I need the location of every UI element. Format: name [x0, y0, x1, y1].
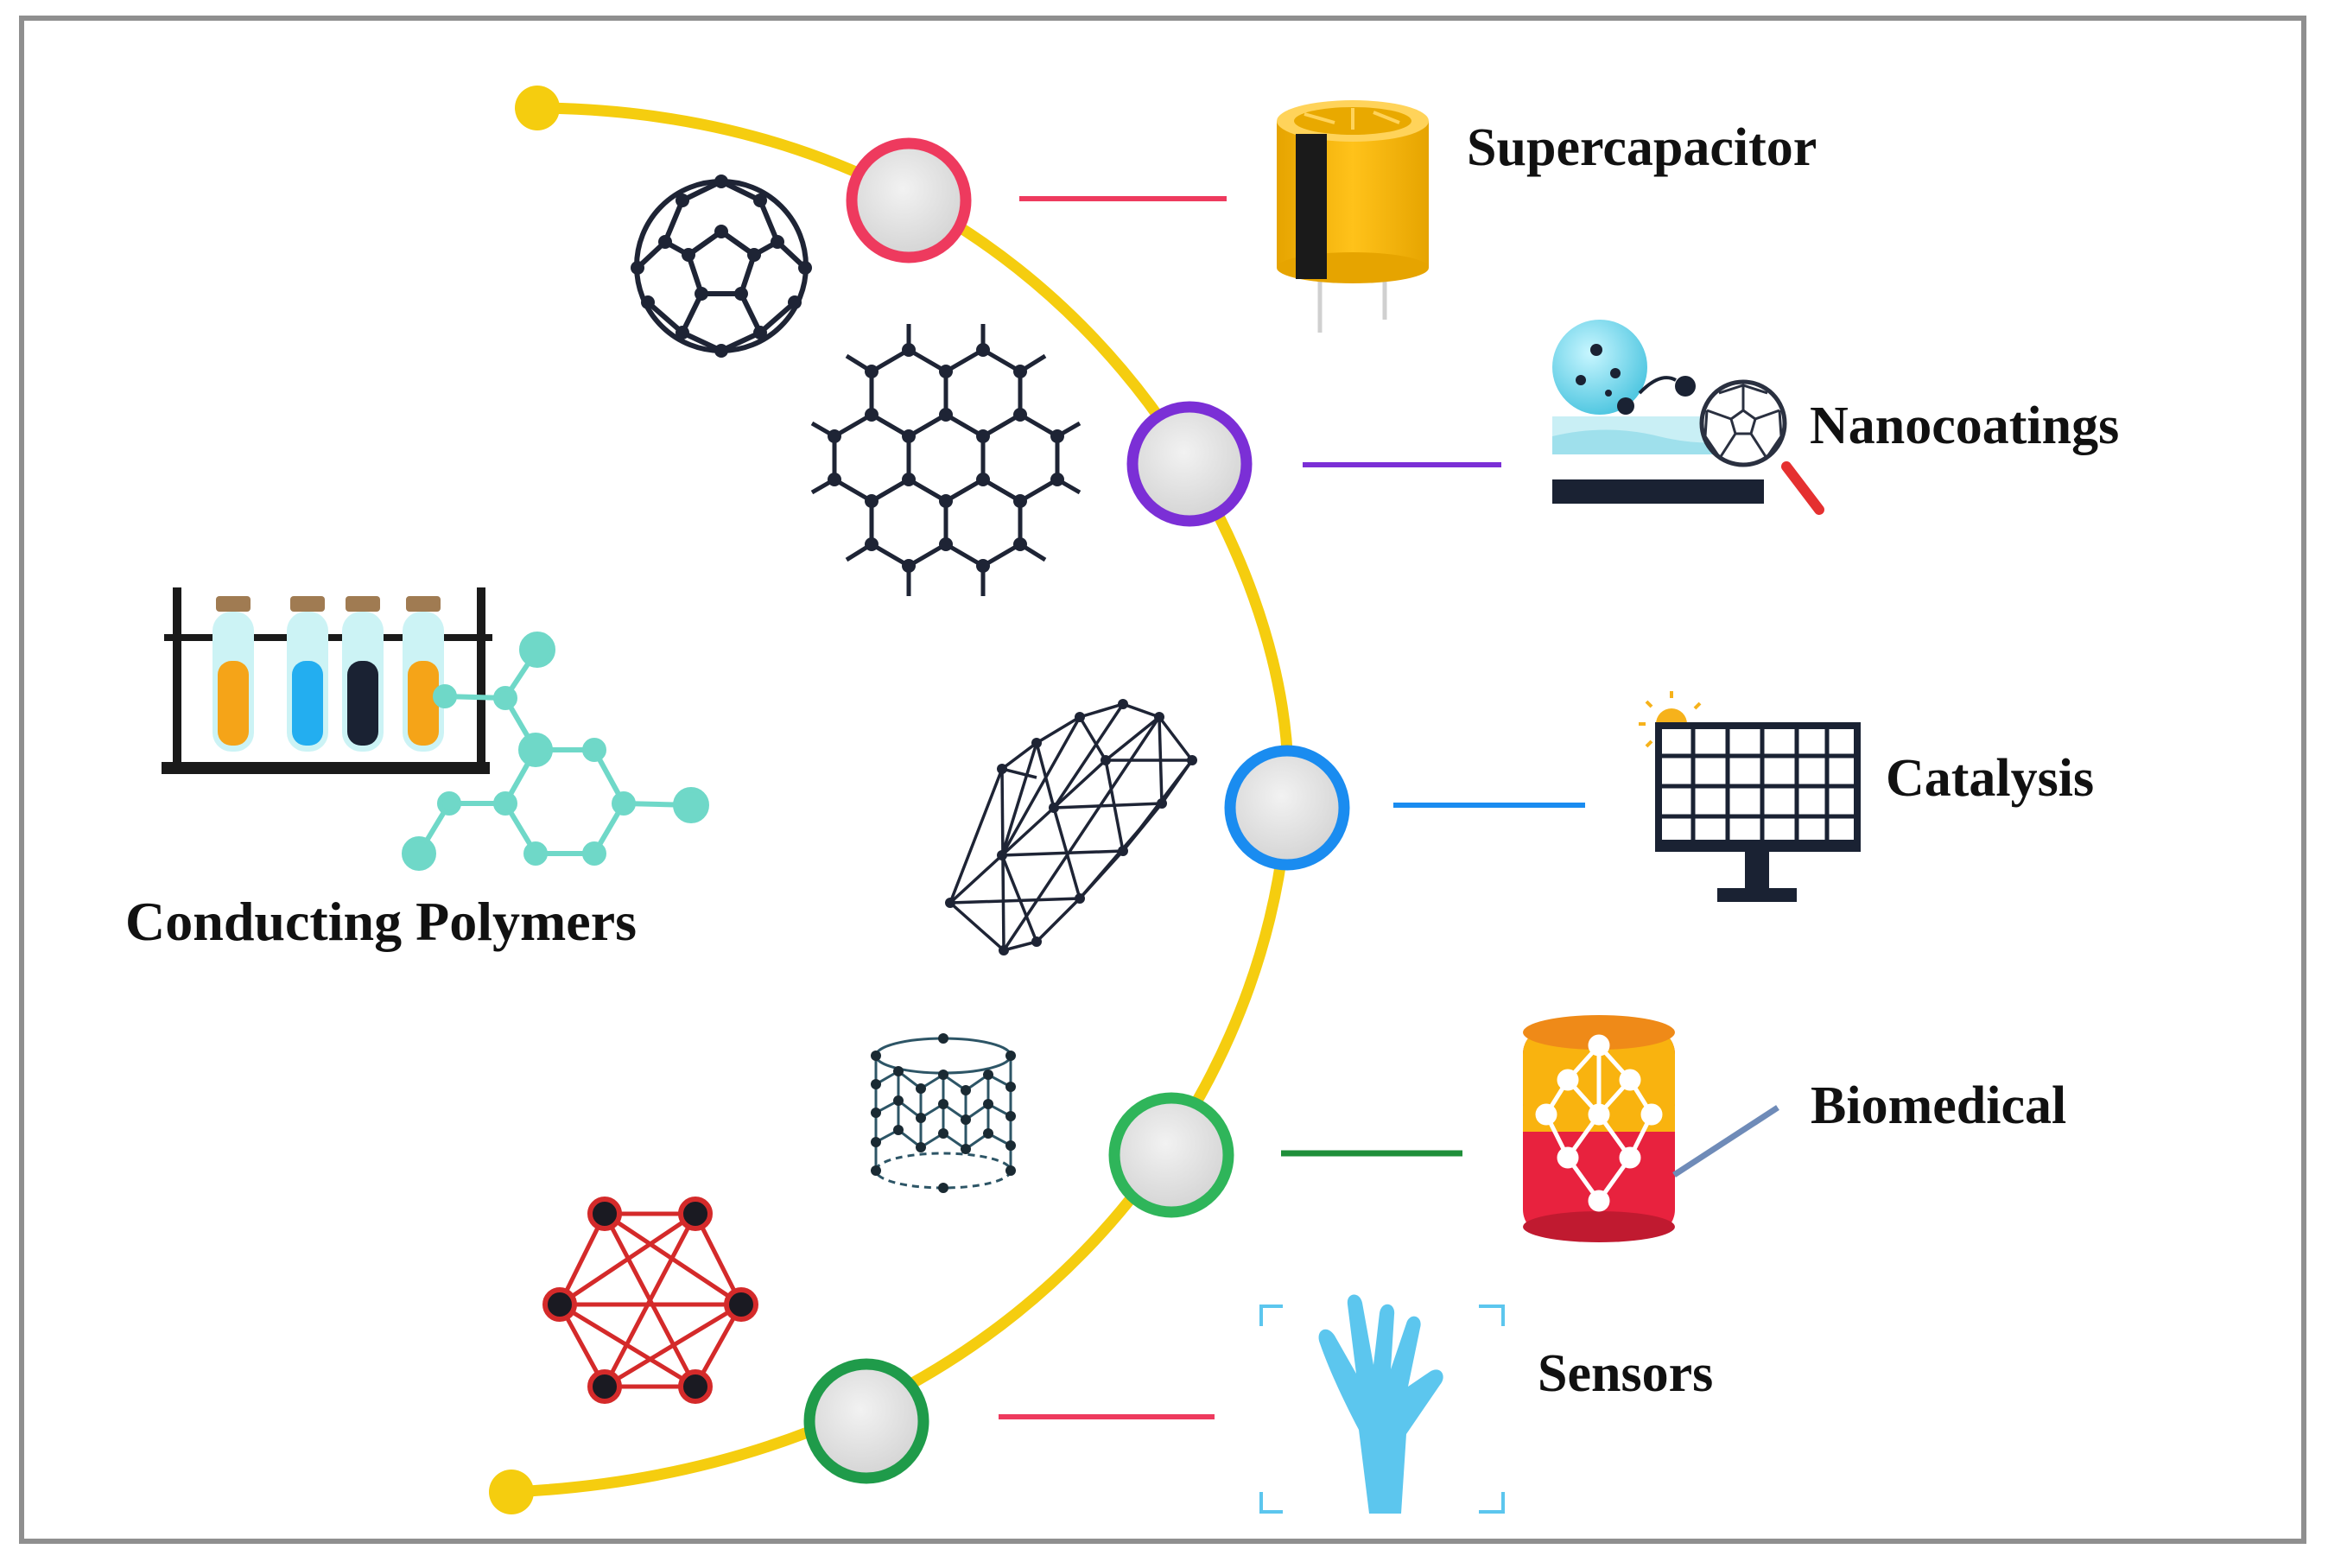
- conducting-polymers-label: Conducting Polymers: [125, 891, 637, 952]
- node-biomedical: [1108, 1092, 1234, 1218]
- nanotube-icon: [871, 1033, 1016, 1193]
- catalysis-label: Catalysis: [1886, 749, 2095, 808]
- node-catalysis: [1224, 745, 1350, 871]
- triangular-lattice-icon: [945, 699, 1197, 955]
- test-tube-rack-icon: [162, 587, 492, 774]
- graphene-icon: [810, 324, 1082, 596]
- node-supercapacitor: [846, 137, 972, 263]
- arc-end-dot: [489, 1470, 534, 1514]
- node-sensors: [803, 1358, 929, 1484]
- biomedical-cylinder-icon: [1523, 1015, 1779, 1242]
- diagram-frame: [19, 16, 2306, 1544]
- network-icon: [542, 1197, 758, 1404]
- biomedical-label: Biomedical: [1811, 1076, 2067, 1135]
- arc-start-dot: [515, 86, 560, 130]
- fullerene-icon: [631, 175, 812, 358]
- nanocoatings-label: Nanocoatings: [1810, 397, 2120, 455]
- node-nanocoatings: [1126, 401, 1253, 527]
- glove-icon: [1259, 1294, 1505, 1514]
- nanocoating-icon: [1552, 320, 1824, 515]
- molecule-icon: [402, 632, 709, 871]
- sensors-label: Sensors: [1538, 1344, 1714, 1403]
- supercapacitor-label: Supercapacitor: [1467, 118, 1817, 177]
- capacitor-icon: [1277, 100, 1429, 333]
- solar-panel-icon: [1639, 691, 1861, 902]
